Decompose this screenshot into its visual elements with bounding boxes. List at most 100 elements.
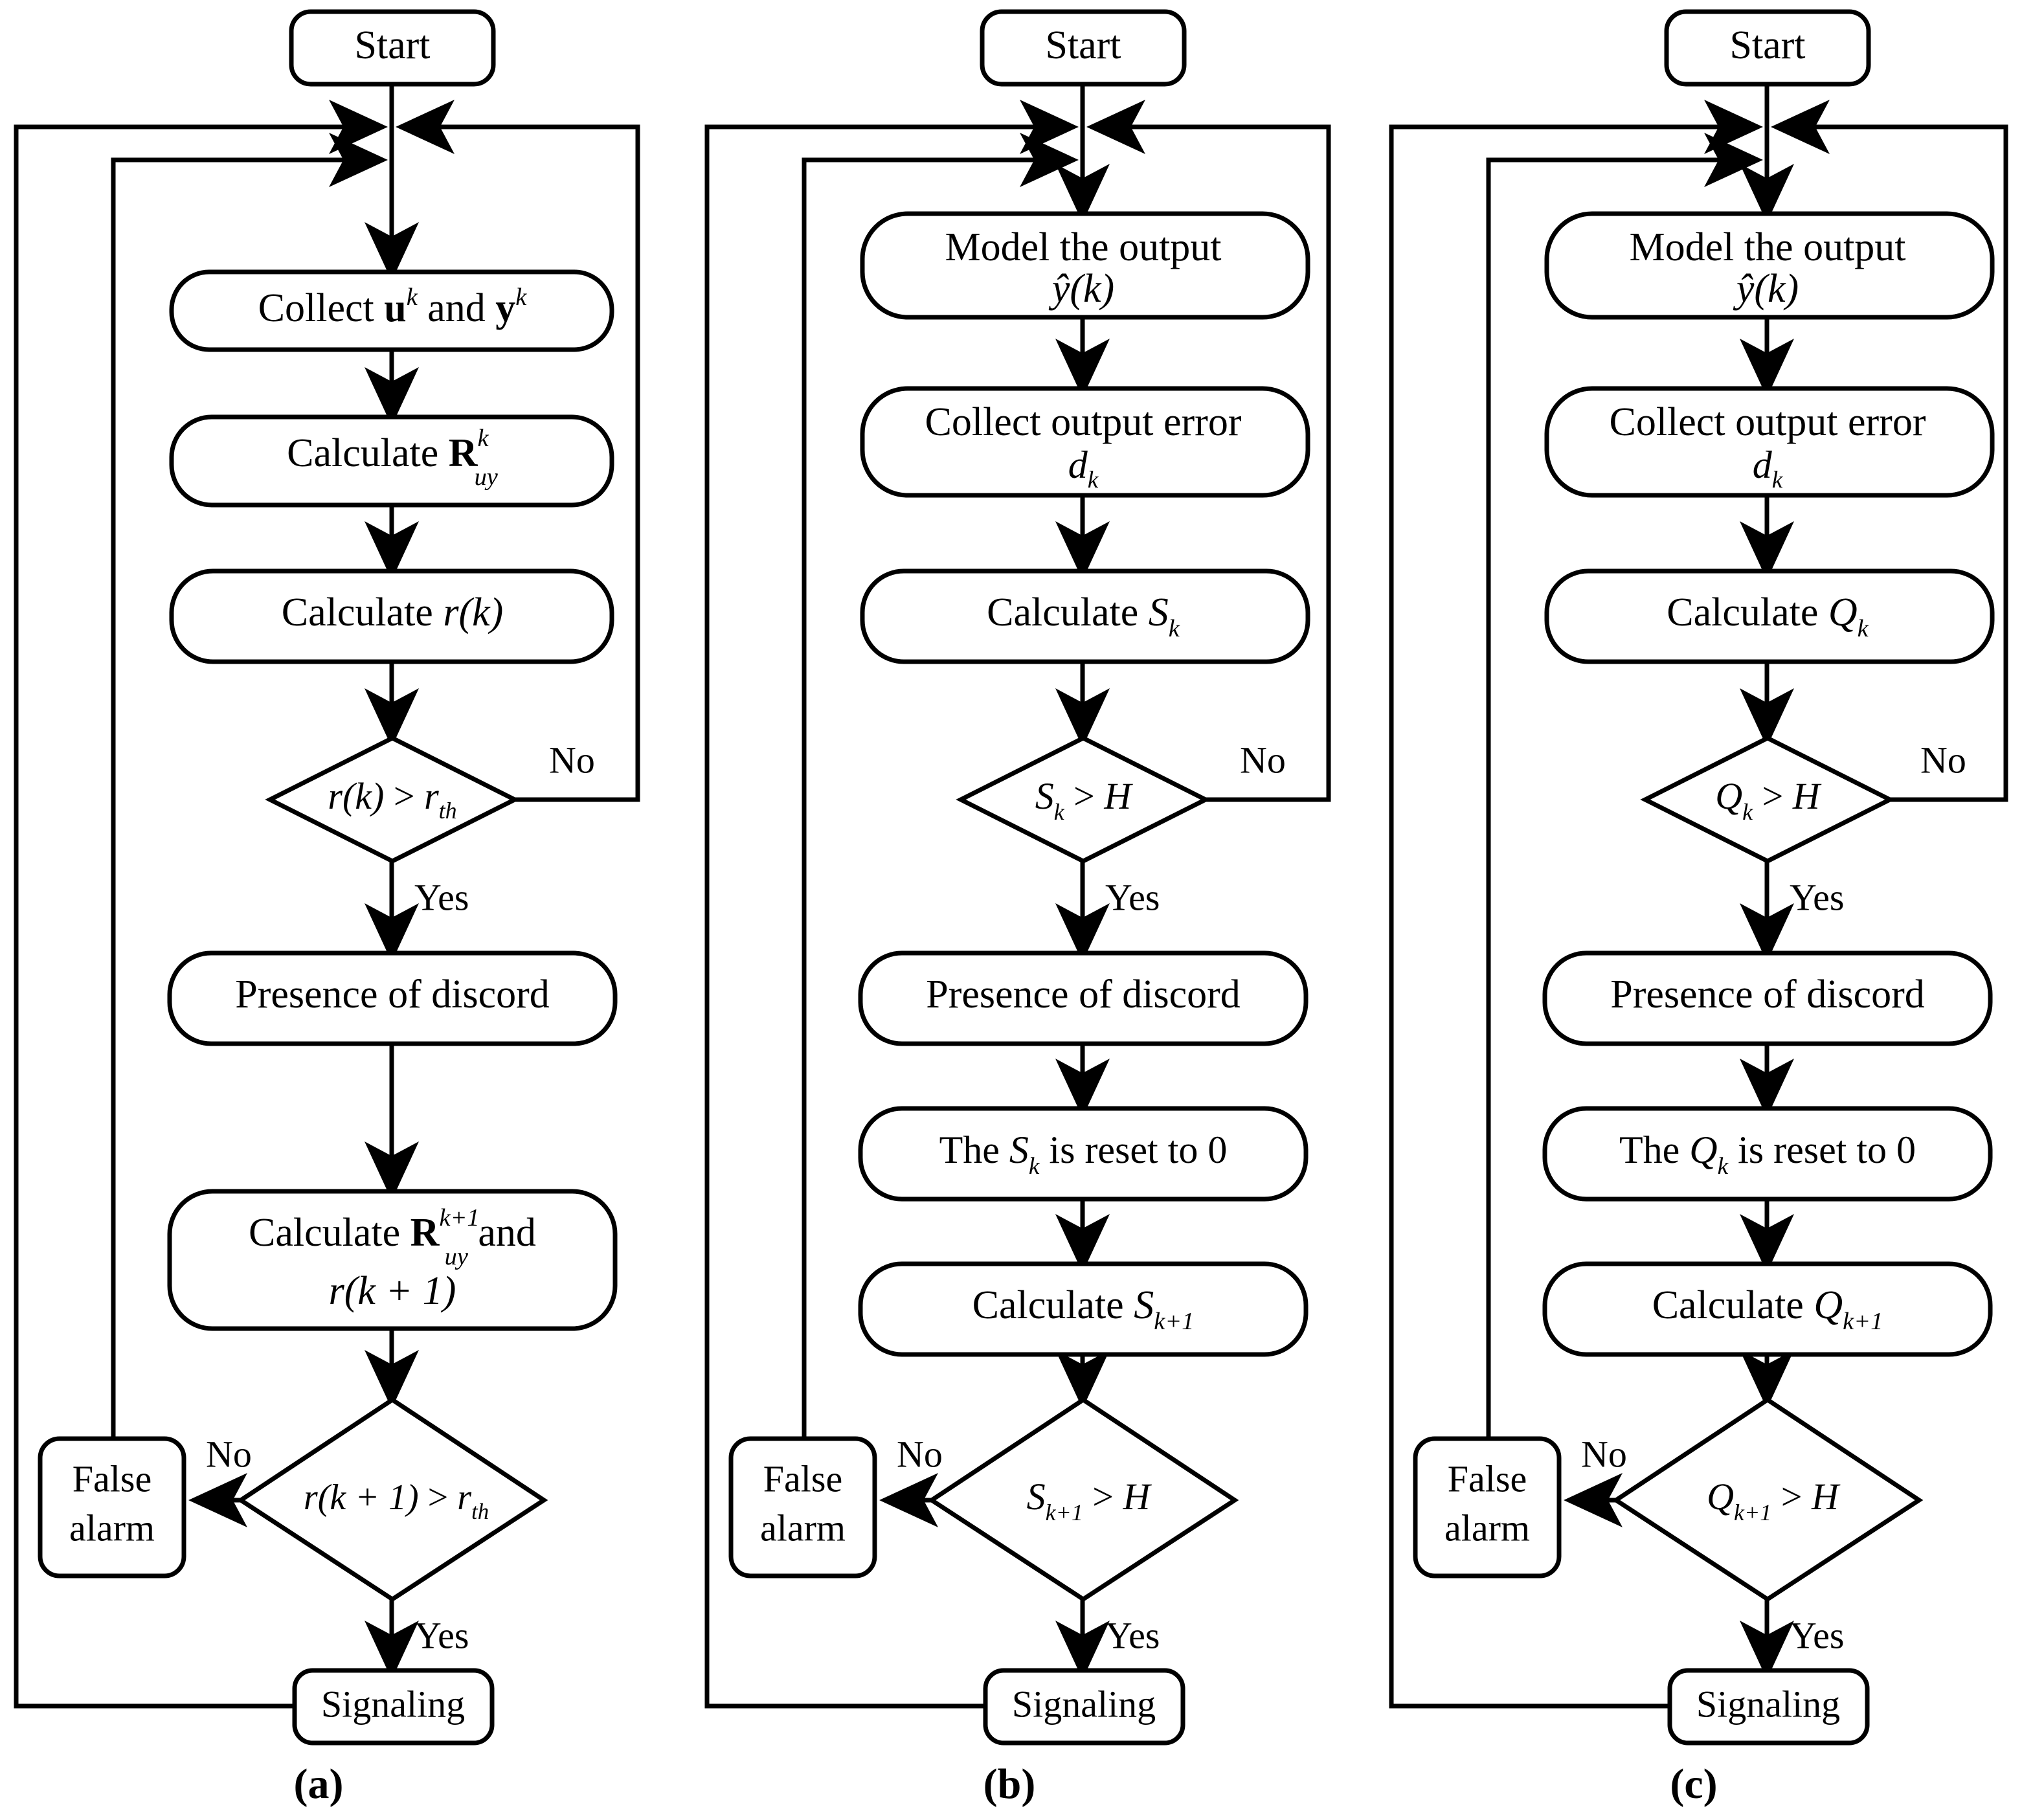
node-a-calcR1-line2: r(k + 1) bbox=[329, 1269, 456, 1313]
edge-b-dec1-no-loopback bbox=[1086, 100, 1331, 802]
node-a-start[interactable]: Start bbox=[289, 9, 496, 87]
node-b-false-alarm[interactable]: False alarm bbox=[728, 1436, 877, 1578]
node-b-signaling[interactable]: Signaling bbox=[983, 1668, 1185, 1746]
node-a-collect[interactable]: Collect uk and yk bbox=[169, 269, 614, 352]
node-b-calcS1-label: Calculate Sk+1 bbox=[972, 1283, 1195, 1335]
edge-label-c-dec2-yes: Yes bbox=[1790, 1614, 1844, 1656]
node-b-dec1[interactable]: Sk > H No Yes bbox=[956, 736, 1286, 918]
panel-b-caption: (b) bbox=[983, 1760, 1036, 1808]
node-a-calcr[interactable]: Calculate r(k) bbox=[169, 568, 614, 664]
edge-label-a-dec2-yes: Yes bbox=[414, 1614, 469, 1656]
node-c-signaling[interactable]: Signaling bbox=[1667, 1668, 1870, 1746]
node-b-model[interactable]: Model the output ŷ(k) bbox=[860, 211, 1310, 320]
node-c-false-alarm[interactable]: False alarm bbox=[1413, 1436, 1562, 1578]
node-a-discord[interactable]: Presence of discord bbox=[167, 950, 618, 1046]
edge-signaling-loopback bbox=[14, 100, 388, 1709]
node-b-calcS[interactable]: Calculate Sk bbox=[860, 568, 1310, 664]
node-c-reset[interactable]: The Qk is reset to 0 bbox=[1542, 1106, 1993, 1202]
panel-b-connectors bbox=[704, 52, 1331, 1709]
node-c-discord[interactable]: Presence of discord bbox=[1542, 950, 1993, 1046]
node-a-dec2[interactable]: r(k + 1) > rth No Yes bbox=[206, 1397, 548, 1656]
node-c-dec2-label: Qk+1 > H bbox=[1707, 1476, 1841, 1525]
edge-false-alarm-loopback bbox=[111, 133, 388, 1439]
edge-label-b-dec2-no: No bbox=[897, 1433, 943, 1475]
node-b-reset-label: The Sk is reset to 0 bbox=[939, 1129, 1228, 1180]
node-c-dec1[interactable]: Qk > H No Yes bbox=[1640, 736, 1966, 918]
edge-label-b-dec2-yes: Yes bbox=[1105, 1614, 1160, 1656]
node-c-model-line2: ŷ(k) bbox=[1733, 267, 1799, 311]
node-b-dec1-label: Sk > H bbox=[1035, 775, 1134, 825]
node-a-start-label: Start bbox=[354, 23, 430, 67]
node-a-false-alarm[interactable]: False alarm bbox=[38, 1436, 186, 1578]
node-b-discord[interactable]: Presence of discord bbox=[858, 950, 1309, 1046]
edge-label-c-dec2-no: No bbox=[1581, 1433, 1627, 1475]
node-c-error-line2: dk bbox=[1753, 444, 1784, 493]
edge-c-dec1-no-loopback bbox=[1771, 100, 2008, 802]
node-a-dec1[interactable]: r(k) > rth No Yes bbox=[265, 736, 595, 918]
node-b-reset[interactable]: The Sk is reset to 0 bbox=[858, 1106, 1309, 1202]
edge-label-b-dec1-yes: Yes bbox=[1105, 876, 1160, 918]
edge-label-a-dec2-no: No bbox=[206, 1433, 252, 1475]
node-a-dec1-label: r(k) > rth bbox=[328, 775, 456, 824]
panel-a-connectors bbox=[14, 52, 640, 1709]
edge-c-false-alarm-loopback bbox=[1486, 133, 1763, 1439]
node-a-calcr-label: Calculate r(k) bbox=[282, 590, 504, 635]
node-b-start-label: Start bbox=[1045, 23, 1121, 67]
node-c-reset-label: The Qk is reset to 0 bbox=[1619, 1129, 1916, 1180]
panel-c-connectors bbox=[1389, 52, 2008, 1709]
node-c-model[interactable]: Model the output ŷ(k) bbox=[1544, 211, 1995, 320]
node-a-dec2-label: r(k + 1) > rth bbox=[304, 1477, 489, 1524]
node-c-discord-label: Presence of discord bbox=[1610, 972, 1925, 1017]
edge-label-a-dec1-no: No bbox=[549, 739, 595, 781]
node-a-discord-label: Presence of discord bbox=[235, 972, 550, 1017]
node-b-error-line1: Collect output error bbox=[925, 400, 1242, 444]
node-c-calcQ1[interactable]: Calculate Qk+1 bbox=[1542, 1261, 1993, 1357]
panel-c: Start Model the output ŷ(k) Collect outp… bbox=[1389, 9, 2008, 1808]
edge-label-c-dec1-no: No bbox=[1920, 739, 1966, 781]
panel-c-caption: (c) bbox=[1670, 1760, 1717, 1808]
node-b-error[interactable]: Collect output error dk bbox=[860, 386, 1310, 498]
node-c-model-line1: Model the output bbox=[1629, 225, 1905, 269]
panel-a-caption: (a) bbox=[294, 1760, 344, 1808]
node-c-false-alarm-line2: alarm bbox=[1444, 1507, 1530, 1549]
panel-b: Start Model the output ŷ(k) Collect outp… bbox=[704, 9, 1331, 1808]
edge-c-signaling-loopback bbox=[1389, 100, 1763, 1709]
node-b-dec2[interactable]: Sk+1 > H No Yes bbox=[897, 1397, 1239, 1656]
node-c-calcQ-label: Calculate Qk bbox=[1667, 590, 1869, 642]
edge-label-a-dec1-yes: Yes bbox=[414, 876, 469, 918]
node-a-signaling-label: Signaling bbox=[321, 1683, 465, 1725]
node-c-error[interactable]: Collect output error dk bbox=[1544, 386, 1995, 498]
node-b-error-line2: dk bbox=[1068, 444, 1099, 493]
node-b-calcS1[interactable]: Calculate Sk+1 bbox=[858, 1261, 1309, 1357]
edge-b-signaling-loopback bbox=[704, 100, 1079, 1709]
node-a-collect-label: Collect uk and yk bbox=[258, 284, 528, 330]
node-b-dec2-label: Sk+1 > H bbox=[1027, 1476, 1152, 1525]
edge-label-b-dec1-no: No bbox=[1240, 739, 1286, 781]
node-b-calcS-label: Calculate Sk bbox=[987, 590, 1180, 642]
node-c-start-label: Start bbox=[1729, 23, 1805, 67]
node-c-calcQ[interactable]: Calculate Qk bbox=[1544, 568, 1995, 664]
node-c-calcQ1-label: Calculate Qk+1 bbox=[1652, 1283, 1883, 1335]
node-a-false-alarm-line2: alarm bbox=[69, 1507, 155, 1549]
node-c-start[interactable]: Start bbox=[1664, 9, 1871, 87]
node-c-error-line1: Collect output error bbox=[1610, 400, 1926, 444]
node-c-signaling-label: Signaling bbox=[1696, 1683, 1840, 1725]
node-a-signaling[interactable]: Signaling bbox=[292, 1668, 495, 1746]
edge-label-c-dec1-yes: Yes bbox=[1790, 876, 1844, 918]
node-b-discord-label: Presence of discord bbox=[926, 972, 1241, 1017]
node-c-dec2[interactable]: Qk+1 > H No Yes bbox=[1581, 1397, 1924, 1656]
edge-b-false-alarm-loopback bbox=[802, 133, 1079, 1439]
node-b-start[interactable]: Start bbox=[980, 9, 1187, 87]
node-b-model-line1: Model the output bbox=[945, 225, 1221, 269]
node-b-false-alarm-line2: alarm bbox=[760, 1507, 846, 1549]
node-c-dec1-label: Qk > H bbox=[1715, 775, 1822, 825]
node-b-signaling-label: Signaling bbox=[1012, 1683, 1156, 1725]
node-a-false-alarm-line1: False bbox=[73, 1457, 152, 1500]
